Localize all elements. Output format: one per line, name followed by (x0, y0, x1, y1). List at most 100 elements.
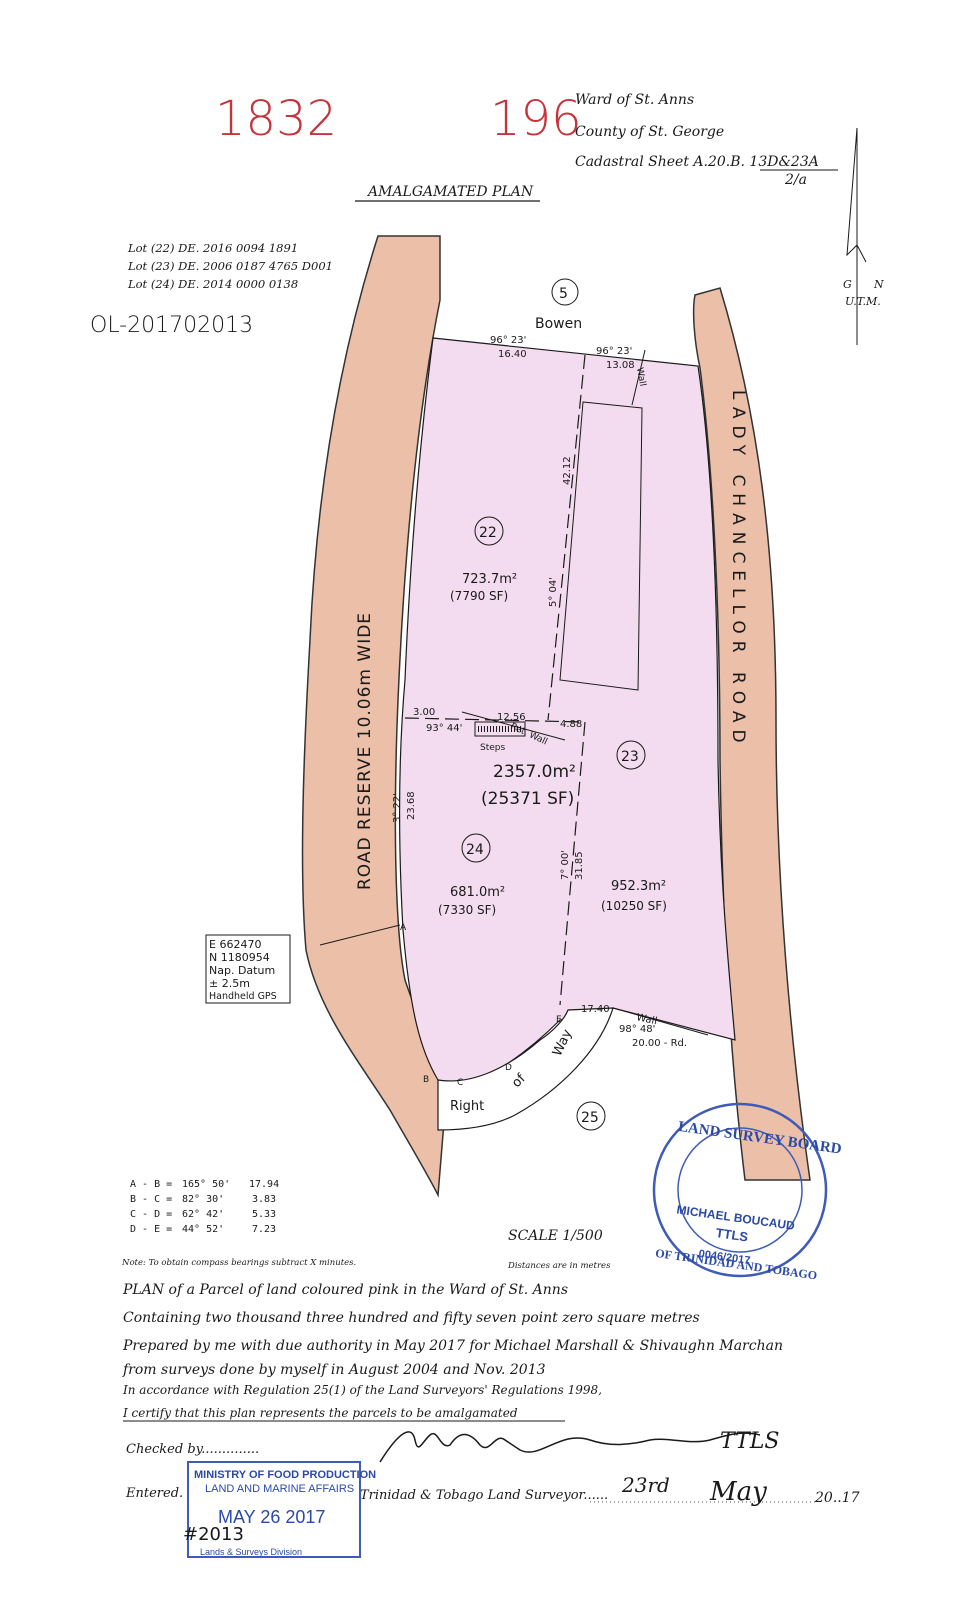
table-row-bearing: 62° 42' (182, 1209, 224, 1220)
ward-label: Ward of St. Anns (575, 92, 694, 108)
county-label: County of St. George (575, 124, 724, 140)
bearing-93-44: 93° 44' (426, 723, 462, 734)
lot-22-area: 723.7m² (462, 572, 517, 587)
distance-17-40: 17.40 (581, 1004, 610, 1015)
lot-22-square-feet: (7790 SF) (450, 589, 508, 603)
lot-23-square-feet: (10250 SF) (601, 899, 667, 913)
entered-label: Entered. (125, 1486, 183, 1501)
lot-24-number: 24 (466, 842, 484, 858)
surveyor-signature (379, 1431, 761, 1463)
surveyor-line: Trinidad & Tobago Land Surveyor...... (360, 1488, 608, 1503)
ministry-stamp-bottom: Lands & Surveys Division (200, 1547, 302, 1557)
north-g-label: G (843, 278, 852, 291)
wall-bottom-label: Wall (635, 1012, 658, 1027)
total-square-feet: (25371 SF) (481, 789, 574, 809)
bearings-table: A - B = 165° 50' 17.94 B - C = 82° 30' 3… (130, 1179, 279, 1235)
gps-datum: Nap. Datum (209, 964, 275, 977)
bottom-distance: 20.00 - Rd. (632, 1038, 687, 1049)
cadastral-sub-label: 2/a (784, 172, 807, 188)
point-a: A (400, 923, 407, 933)
point-d: D (505, 1063, 512, 1073)
lot-24-area: 681.0m² (450, 885, 505, 900)
top-bearing-2: 96° 23' (596, 346, 632, 357)
table-row-distance: 3.83 (252, 1194, 276, 1205)
bearing-3-22: 3° 22' (392, 793, 403, 823)
red-plan-number-left: 1832 (215, 91, 337, 147)
bearing-7-00: 7° 00' (560, 850, 571, 880)
date-month: May (709, 1477, 767, 1507)
right-of-way-strip (437, 1007, 614, 1131)
north-n-label: N (873, 278, 884, 291)
wall-top-label: Wall (634, 367, 647, 387)
road-reserve-label: ROAD RESERVE 10.06m WIDE (355, 612, 375, 890)
cadastral-label: Cadastral Sheet A.20.B. 13D&23A (575, 154, 819, 170)
lot-23-reference: Lot (23) DE. 2006 0187 4765 D001 (127, 259, 333, 273)
table-row-bearing: 82° 30' (182, 1194, 224, 1205)
distance-4-88: 4.88 (560, 719, 582, 730)
certification-line-2: Containing two thousand three hundred an… (123, 1310, 700, 1326)
table-row-segment: A - B = (130, 1179, 172, 1190)
ministry-stamp-line-1: MINISTRY OF FOOD PRODUCTION (194, 1469, 376, 1481)
gps-easting: E 662470 (209, 938, 261, 951)
total-area: 2357.0m² (493, 762, 576, 782)
steps-label: Steps (480, 743, 505, 753)
gps-northing: N 1180954 (209, 951, 270, 964)
lady-chancellor-road-strip (692, 287, 811, 1181)
top-bearing-1: 96° 23' (490, 335, 526, 346)
bearing-5-04: 5° 04' (548, 577, 559, 607)
gps-coordinates-box (205, 934, 291, 1004)
scale-label: SCALE 1/500 (508, 1228, 603, 1244)
point-c: C (457, 1078, 463, 1088)
ministry-stamp-line-2: LAND AND MARINE AFFAIRS (205, 1483, 354, 1495)
certification-line-4: from surveys done by myself in August 20… (122, 1362, 546, 1378)
plan-title: AMALGAMATED PLAN (366, 184, 534, 200)
lot-24-square-feet: (7330 SF) (438, 903, 496, 917)
top-distance-1: 16.40 (498, 349, 527, 360)
utm-label: U.T.M. (845, 295, 881, 308)
table-row-segment: D - E = (130, 1224, 172, 1235)
table-row-distance: 5.33 (252, 1209, 276, 1220)
compass-note: Note: To obtain compass bearings subtrac… (121, 1258, 356, 1268)
table-row-distance: 17.94 (249, 1179, 279, 1190)
road-reserve-strip (301, 235, 446, 1198)
distance-3-00: 3.00 (413, 707, 435, 718)
lot-23-number: 23 (621, 749, 639, 765)
lot-22-number: 22 (479, 525, 497, 541)
table-row-bearing: 44° 52' (182, 1224, 224, 1235)
parcel-pink-area (398, 337, 736, 1084)
distance-31-85: 31.85 (574, 851, 585, 880)
point-b: B (423, 1075, 429, 1085)
right-of-way-label-1: Right (450, 1099, 484, 1114)
distances-note: Distances are in metres (507, 1261, 611, 1271)
red-plan-number-right: 196 (490, 91, 582, 147)
bottom-bearing: 98° 48' (619, 1024, 655, 1035)
lady-chancellor-road-label: LADY CHANCELLOR ROAD (728, 390, 748, 750)
bowen-label: Bowen (535, 316, 582, 332)
ministry-stamp: MINISTRY OF FOOD PRODUCTION LAND AND MAR… (183, 1461, 376, 1558)
distance-42-12: 42.12 (562, 456, 573, 485)
certification-line-1: PLAN of a Parcel of land coloured pink i… (122, 1282, 568, 1298)
signature-title-text: TTLS (720, 1429, 779, 1454)
certification-line-5: In accordance with Regulation 25(1) of t… (122, 1383, 602, 1397)
distance-23-68: 23.68 (406, 791, 417, 820)
certification-line-6: I certify that this plan represents the … (122, 1406, 518, 1420)
gps-device: Handheld GPS (209, 991, 277, 1002)
table-row-bearing: 165° 50' (182, 1179, 230, 1190)
handwritten-reference: OL-201702013 (90, 313, 253, 338)
ministry-stamp-date: MAY 26 2017 (218, 1507, 325, 1527)
table-row-segment: B - C = (130, 1194, 172, 1205)
ministry-stamp-handwritten: #2013 (183, 1524, 244, 1545)
top-distance-2: 13.08 (606, 360, 635, 371)
checked-by-label: Checked by.............. (126, 1442, 259, 1457)
distance-12-56: 12.56 (497, 712, 526, 723)
point-e: E (556, 1015, 562, 1025)
lot-22-reference: Lot (22) DE. 2016 0094 1891 (127, 241, 298, 255)
gps-accuracy: ± 2.5m (209, 977, 250, 990)
lot-23-area: 952.3m² (611, 879, 666, 894)
lot-25-number: 25 (581, 1110, 599, 1126)
certification-line-3: Prepared by me with due authority in May… (122, 1338, 783, 1354)
table-row-segment: C - D = (130, 1209, 172, 1220)
seal-surveyor-title: TTLS (715, 1225, 750, 1244)
table-row-distance: 7.23 (252, 1224, 276, 1235)
